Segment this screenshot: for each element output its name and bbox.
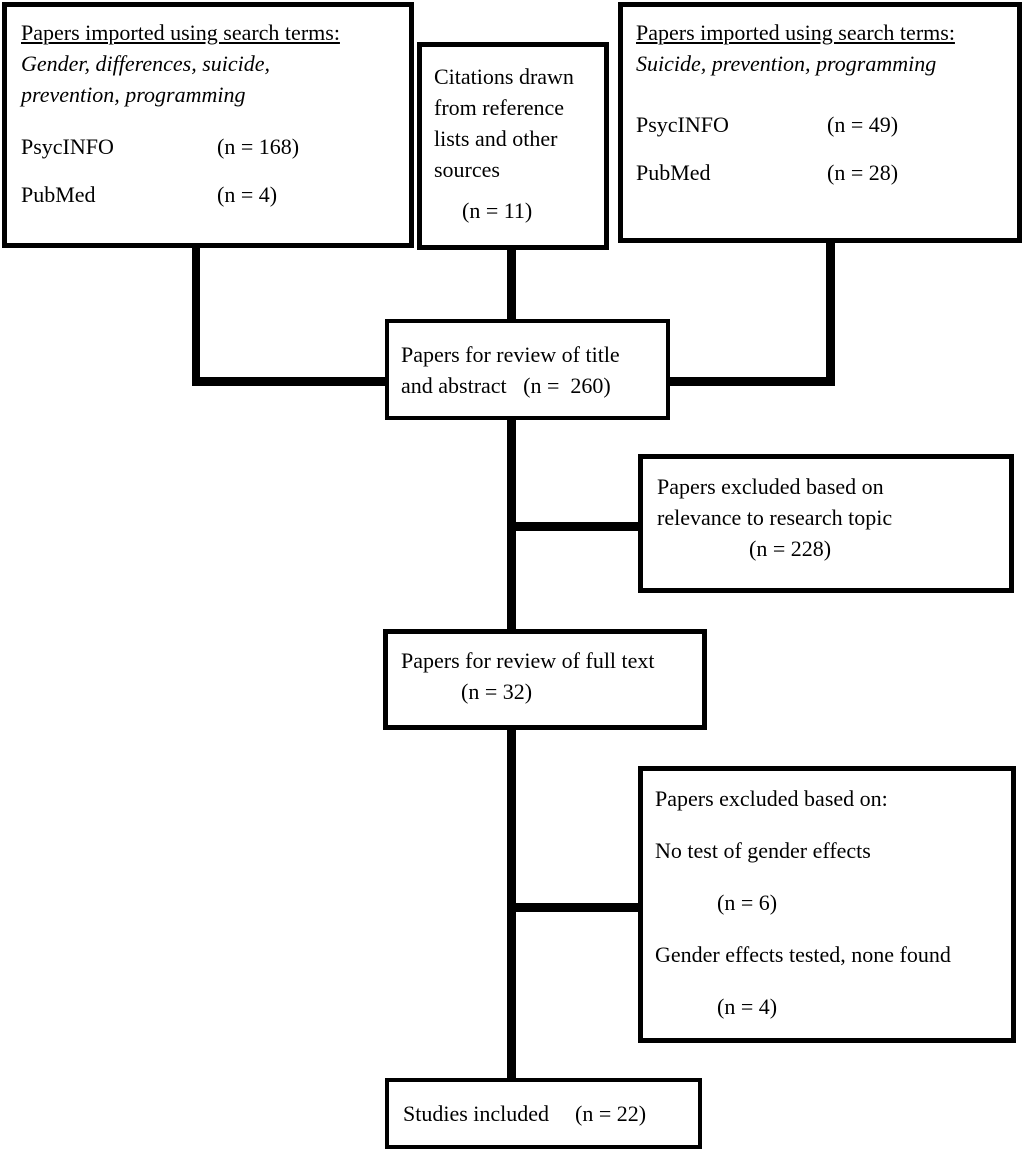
connector-right-vertical: [826, 242, 835, 384]
full-text-count: (n = 32): [461, 679, 533, 704]
source-count: (n = 4): [217, 182, 278, 207]
excluded-full-reason-2: Gender effects tested, none found: [655, 942, 951, 967]
connector-right-horizontal: [666, 377, 835, 386]
connector-excluded-1-stub: [512, 522, 640, 531]
excluded-full-count-2: (n = 4): [717, 994, 778, 1019]
citations-count: (n = 11): [462, 198, 533, 223]
box-search-right: Papers imported using search terms: Suic…: [618, 2, 1022, 243]
search-left-terms: Gender, differences, suicide, prevention…: [21, 51, 271, 107]
source-name: PubMed: [21, 182, 96, 207]
search-right-title: Papers imported using search terms:: [636, 20, 955, 45]
excluded-full-reason-1: No test of gender effects: [655, 838, 871, 863]
full-text-text: Papers for review of full text: [401, 648, 655, 673]
search-left-title: Papers imported using search terms:: [21, 20, 340, 45]
connector-left-horizontal: [192, 377, 389, 386]
excluded-relevance-count: (n = 228): [749, 536, 832, 561]
source-count: (n = 168): [217, 134, 300, 159]
source-name: PsycINFO: [21, 134, 114, 159]
box-title-abstract-review: Papers for review of title and abstract …: [385, 319, 670, 420]
search-right-terms: Suicide, prevention, programming: [636, 51, 937, 76]
box-citations: Citations drawn from reference lists and…: [417, 42, 609, 250]
title-abstract-text: Papers for review of title and abstract …: [401, 341, 620, 398]
box-excluded-relevance: Papers excluded based on relevance to re…: [638, 454, 1014, 593]
source-row: PsycINFO (n = 168): [21, 131, 395, 162]
box-search-left: Papers imported using search terms: Gend…: [2, 2, 414, 248]
source-name: PubMed: [636, 160, 711, 185]
connector-left-vertical: [192, 246, 200, 384]
source-row: PubMed (n = 28): [636, 157, 1004, 188]
excluded-full-heading: Papers excluded based on:: [655, 786, 888, 811]
excluded-full-count-1: (n = 6): [717, 890, 778, 915]
studies-included-count: (n = 22): [575, 1101, 647, 1126]
source-name: PsycINFO: [636, 112, 729, 137]
source-row: PubMed (n = 4): [21, 179, 395, 210]
connector-citations-vertical: [507, 249, 516, 321]
source-count: (n = 28): [827, 160, 899, 185]
connector-abstract-to-fulltext: [507, 417, 516, 631]
box-full-text-review: Papers for review of full text (n = 32): [383, 629, 707, 730]
box-studies-included: Studies included (n = 22): [385, 1078, 702, 1149]
connector-fulltext-to-studies: [507, 728, 516, 1080]
source-row: PsycINFO (n = 49): [636, 109, 1004, 140]
excluded-relevance-text: Papers excluded based on relevance to re…: [657, 474, 893, 530]
citations-text: Citations drawn from reference lists and…: [434, 64, 574, 182]
box-excluded-full-text: Papers excluded based on: No test of gen…: [638, 766, 1016, 1043]
studies-included-label: Studies included: [403, 1101, 550, 1126]
source-count: (n = 49): [827, 112, 899, 137]
connector-excluded-2-stub: [512, 903, 640, 912]
